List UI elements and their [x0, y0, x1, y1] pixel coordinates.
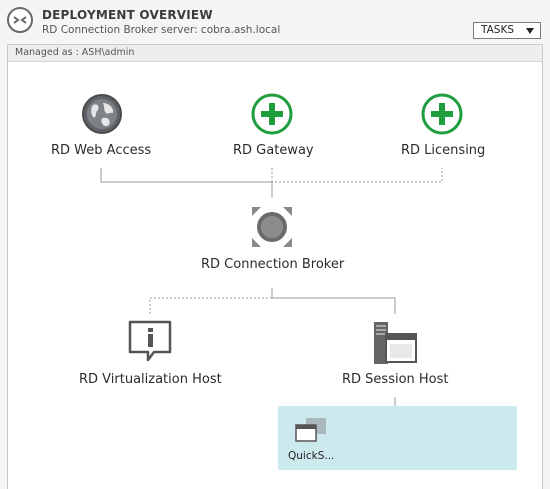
- globe-icon: [82, 94, 122, 134]
- broker-server-subtitle: RD Connection Broker server: cobra.ash.l…: [42, 24, 281, 36]
- rd-gateway-label: RD Gateway: [233, 143, 314, 158]
- info-speech-bubble-icon: [128, 320, 172, 362]
- managed-as-bar: Managed as : ASH\admin: [8, 45, 542, 62]
- tasks-dropdown-button[interactable]: TASKS: [473, 22, 541, 39]
- rd-web-access-label: RD Web Access: [51, 143, 152, 158]
- managed-as-text: Managed as : ASH\admin: [15, 47, 135, 58]
- tasks-label: TASKS: [481, 24, 514, 36]
- rd-licensing-label: RD Licensing: [401, 143, 486, 158]
- remote-desktop-icon: [7, 7, 33, 33]
- caret-down-icon: [526, 28, 534, 34]
- page-title: DEPLOYMENT OVERVIEW: [42, 8, 213, 22]
- session-collections-panel: QuickS...: [278, 406, 517, 470]
- rd-session-host-label: RD Session Host: [342, 372, 449, 387]
- add-plus-icon: [421, 93, 463, 135]
- rd-virtualization-host-label: RD Virtualization Host: [79, 372, 222, 387]
- connection-broker-icon: [252, 207, 292, 247]
- collection-label: QuickS...: [288, 450, 335, 462]
- collection-windows-icon: [295, 418, 326, 442]
- add-plus-icon: [251, 93, 293, 135]
- server-windows-icon: [374, 322, 417, 364]
- rd-connection-broker-label: RD Connection Broker: [201, 257, 345, 272]
- deployment-overview-header: DEPLOYMENT OVERVIEW RD Connection Broker…: [0, 0, 550, 44]
